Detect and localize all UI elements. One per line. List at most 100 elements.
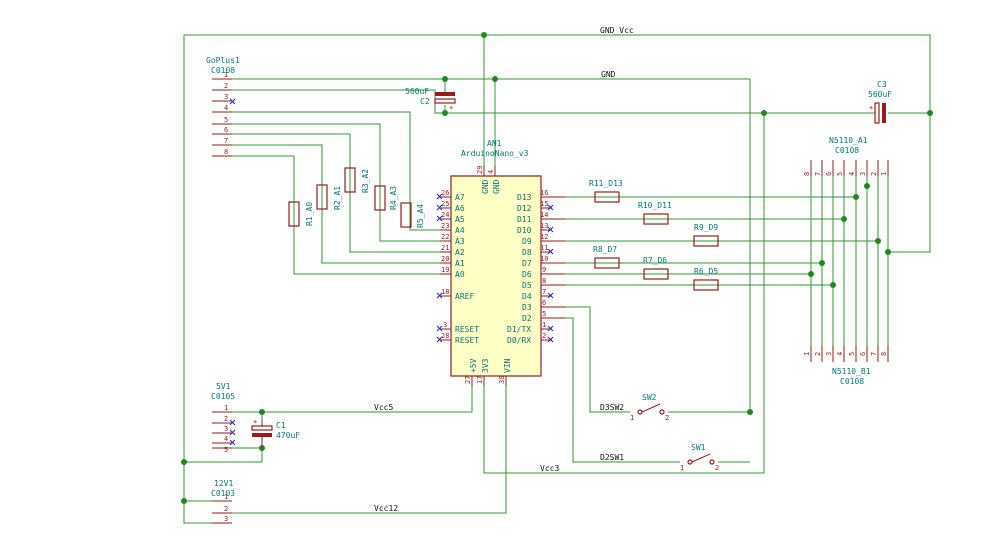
12v-ref: 12V1 xyxy=(214,479,233,488)
an1-value: ArduinoNano_v3 xyxy=(461,149,529,158)
n5110a-pin-num: 3 xyxy=(859,172,867,176)
capacitor-c2: + 560uF C2 xyxy=(405,87,456,112)
goplus-value: C0108 xyxy=(211,66,235,75)
c2-plate-pos xyxy=(434,98,456,104)
right-pin-num: 15 xyxy=(540,200,548,208)
right-pin-name: D8 xyxy=(522,248,532,257)
sw1-contact xyxy=(709,459,715,465)
right-pin-name: D7 xyxy=(522,259,532,268)
c1-plate-pos xyxy=(251,425,273,431)
left-pin-name: A3 xyxy=(455,237,465,246)
r5-ref: R5_A4 xyxy=(416,204,425,228)
no-connect-marker xyxy=(547,204,554,343)
n5110b-pin-num: 4 xyxy=(836,352,844,356)
r8-ref: R8_D7 xyxy=(593,245,617,254)
resistor-r2 xyxy=(316,184,328,210)
left-pin-name: A7 xyxy=(455,193,465,202)
5v-pin-num: 1 xyxy=(224,404,228,412)
12v-pin-num: 3 xyxy=(224,515,228,523)
resistor-r8 xyxy=(594,257,620,269)
left-pin-num: 3 xyxy=(443,321,447,329)
sw1-contact xyxy=(687,459,693,465)
connector-n5110-b1: 1 2 3 4 5 6 7 8 N5110_B1 C0108 xyxy=(803,346,889,386)
top-pin-num: 29 xyxy=(476,166,484,174)
resistor-r3 xyxy=(344,167,356,193)
goplus-pin-num: 3 xyxy=(224,93,228,101)
capacitor-c1: + C1 470uF xyxy=(251,418,300,448)
left-pin-name: A0 xyxy=(455,270,465,279)
left-pin-name: RESET xyxy=(455,336,479,345)
no-connect-marker xyxy=(229,98,236,105)
n5110a-ref: N5110_A1 xyxy=(829,136,868,145)
left-pin-num: 26 xyxy=(441,189,449,197)
n5110b-value: C0108 xyxy=(840,377,864,386)
n5110a-pin-num: 8 xyxy=(803,172,811,176)
right-pin-name: D4 xyxy=(522,292,532,301)
r4-ref: R4_A3 xyxy=(389,186,398,210)
net-vcc12: Vcc12 xyxy=(374,504,398,513)
right-pin-name: D12 xyxy=(517,204,532,213)
bottom-pin-num: 30 xyxy=(498,376,506,384)
c3-plate-pos xyxy=(874,102,880,124)
12v-value: C0103 xyxy=(211,489,235,498)
left-pin-name: AREF xyxy=(455,292,474,301)
goplus-pin-num: 1 xyxy=(224,71,228,79)
n5110b-pin-num: 6 xyxy=(859,352,867,356)
right-pin-num: 1 xyxy=(542,321,546,329)
right-pin-name: D10 xyxy=(517,226,532,235)
c2-plate-neg xyxy=(435,92,455,96)
5v-pin-num: 3 xyxy=(224,425,228,433)
goplus-pin-num: 2 xyxy=(224,82,228,90)
left-pin-num: 21 xyxy=(441,244,449,252)
goplus-pin-num: 4 xyxy=(224,104,228,112)
right-pin-num: 10 xyxy=(540,255,548,263)
c2-plus: + xyxy=(449,104,453,112)
12v-pin-num: 2 xyxy=(224,505,228,513)
c3-plus: + xyxy=(869,104,873,112)
n5110b-ref: N5110_B1 xyxy=(832,367,871,376)
resistor-r7 xyxy=(643,268,669,280)
n5110a-pin-num: 5 xyxy=(836,172,844,176)
left-pin-name: A5 xyxy=(455,215,465,224)
right-pin-num: 2 xyxy=(542,332,546,340)
sw2-pin: 1 xyxy=(630,414,634,422)
n5110a-pin-num: 7 xyxy=(814,172,822,176)
digital-resistors: R11_D13 R10_D11 R9_D9 R8_D7 R7_D6 R6_D5 xyxy=(589,179,719,291)
c1-plus: + xyxy=(253,418,257,426)
sw2-pin: 2 xyxy=(665,414,669,422)
top-pin-name: GND xyxy=(492,179,501,194)
left-pin-name: A1 xyxy=(455,259,465,268)
5v-ref: 5V1 xyxy=(216,382,231,391)
n5110b-pin-num: 5 xyxy=(848,352,856,356)
r7-ref: R7_D6 xyxy=(643,256,667,265)
net-d3sw2: D3SW2 xyxy=(600,403,624,412)
an1-ref: AN1 xyxy=(487,139,502,148)
bottom-pin-name: +5V xyxy=(469,358,478,373)
right-pin-name: D1/TX xyxy=(507,325,531,334)
sw2-ref: SW2 xyxy=(642,393,657,402)
c1-value: 470uF xyxy=(276,431,300,440)
connector-goplus1: GoPlus1 C0108 1 2 3 4 5 6 7 8 xyxy=(206,56,240,157)
no-connect-marker xyxy=(229,419,236,446)
n5110a-pin-num: 2 xyxy=(870,172,878,176)
r10-ref: R10_D11 xyxy=(638,201,672,210)
analog-resistors: R1_A0 R2_A1 R3_A2 R4_A3 R5_A4 xyxy=(288,167,425,228)
left-pin-num: 23 xyxy=(441,222,449,230)
net-gnd-vcc: GND_Vcc xyxy=(600,26,634,35)
right-pin-name: D13 xyxy=(517,193,532,202)
sw1-pin: 1 xyxy=(680,464,684,472)
r2-ref: R2_A1 xyxy=(333,186,342,210)
r1-ref: R1_A0 xyxy=(305,202,314,226)
net-vcc3: Vcc3 xyxy=(540,464,559,473)
wires xyxy=(183,34,931,524)
left-pin-name: A4 xyxy=(455,226,465,235)
c2-ref: C2 xyxy=(420,97,430,106)
resistor-r6 xyxy=(693,279,719,291)
net-vcc5: Vcc5 xyxy=(374,403,393,412)
left-pin-num: 28 xyxy=(441,332,449,340)
resistor-r4 xyxy=(374,185,386,211)
right-pin-num: 6 xyxy=(542,299,546,307)
net-labels: GND_Vcc GND Vcc5 Vcc3 Vcc12 D3SW2 D2SW1 xyxy=(374,26,634,513)
right-pin-num: 11 xyxy=(540,244,548,252)
c3-value: 560uF xyxy=(868,90,892,99)
